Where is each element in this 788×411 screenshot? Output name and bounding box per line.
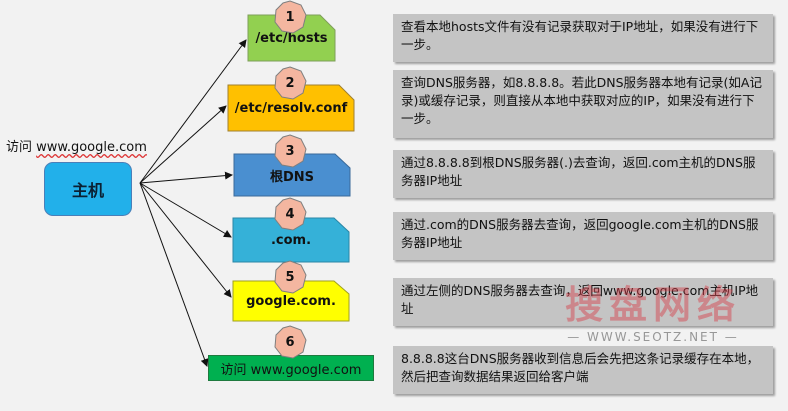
step-box-2: /etc/resolv.conf xyxy=(227,84,355,132)
description-2: 查询DNS服务器，如8.8.8.8。若此DNS服务器本地有记录(如A记录)或缓存… xyxy=(393,70,773,138)
description-1: 查看本地hosts文件有没有记录获取对于IP地址，如果没有进行下一步。 xyxy=(393,14,773,62)
step-label-6: 访问 www.google.com xyxy=(220,362,362,378)
step-number-6-text: 6 xyxy=(285,334,295,350)
visit-label-prefix: 访问 xyxy=(6,140,37,155)
arrow-to-step-1 xyxy=(139,39,247,184)
visit-label: 访问 www.google.com xyxy=(6,136,147,155)
step-box-5: google.com. xyxy=(232,280,350,322)
step-label-5: google.com. xyxy=(246,293,336,309)
step-number-3: 3 xyxy=(273,134,307,168)
step-label-3: 根DNS xyxy=(269,169,315,185)
step-number-4-text: 4 xyxy=(285,206,295,222)
step-number-1: 1 xyxy=(273,0,307,34)
description-3: 通过8.8.8.8到根DNS服务器(.)去查询，返回.com主机的DNS服务器I… xyxy=(393,150,773,198)
step-number-3-text: 3 xyxy=(285,143,295,159)
description-4: 通过.com的DNS服务器去查询，返回google.com主机的DNS服务器IP… xyxy=(393,212,773,260)
arrow-to-step-5 xyxy=(139,182,232,298)
arrow-to-step-4 xyxy=(139,182,232,238)
step-box-1: /etc/hosts xyxy=(247,14,336,62)
step-number-1-text: 1 xyxy=(285,9,295,25)
step-number-5-text: 5 xyxy=(285,269,295,285)
step-number-4: 4 xyxy=(273,197,307,231)
arrow-to-step-2 xyxy=(139,105,227,184)
step-label-2: /etc/resolv.conf xyxy=(234,100,348,116)
host-label: 主机 xyxy=(71,181,104,200)
step-box-4: .com. xyxy=(232,217,350,263)
step-box-3: 根DNS xyxy=(233,153,351,197)
step-number-2: 2 xyxy=(273,66,307,100)
arrow-to-step-6 xyxy=(139,182,209,367)
visit-label-domain: www.google.com xyxy=(36,140,147,155)
step-number-2-text: 2 xyxy=(285,75,295,91)
step-number-5: 5 xyxy=(273,260,307,294)
description-5: 通过左侧的DNS服务器去查询，返回www.google.com主机IP地址 xyxy=(393,278,773,326)
step-number-6: 6 xyxy=(273,325,307,359)
description-6: 8.8.8.8这台DNS服务器收到信息后会先把这条记录缓存在本地，然后把查询数据… xyxy=(393,346,773,394)
step-label-1: /etc/hosts xyxy=(255,30,328,46)
step-label-4: .com. xyxy=(270,232,312,248)
arrow-to-step-3 xyxy=(139,171,233,184)
host-box: 主机 xyxy=(44,162,132,216)
step-box-6: 访问 www.google.com xyxy=(208,355,374,381)
